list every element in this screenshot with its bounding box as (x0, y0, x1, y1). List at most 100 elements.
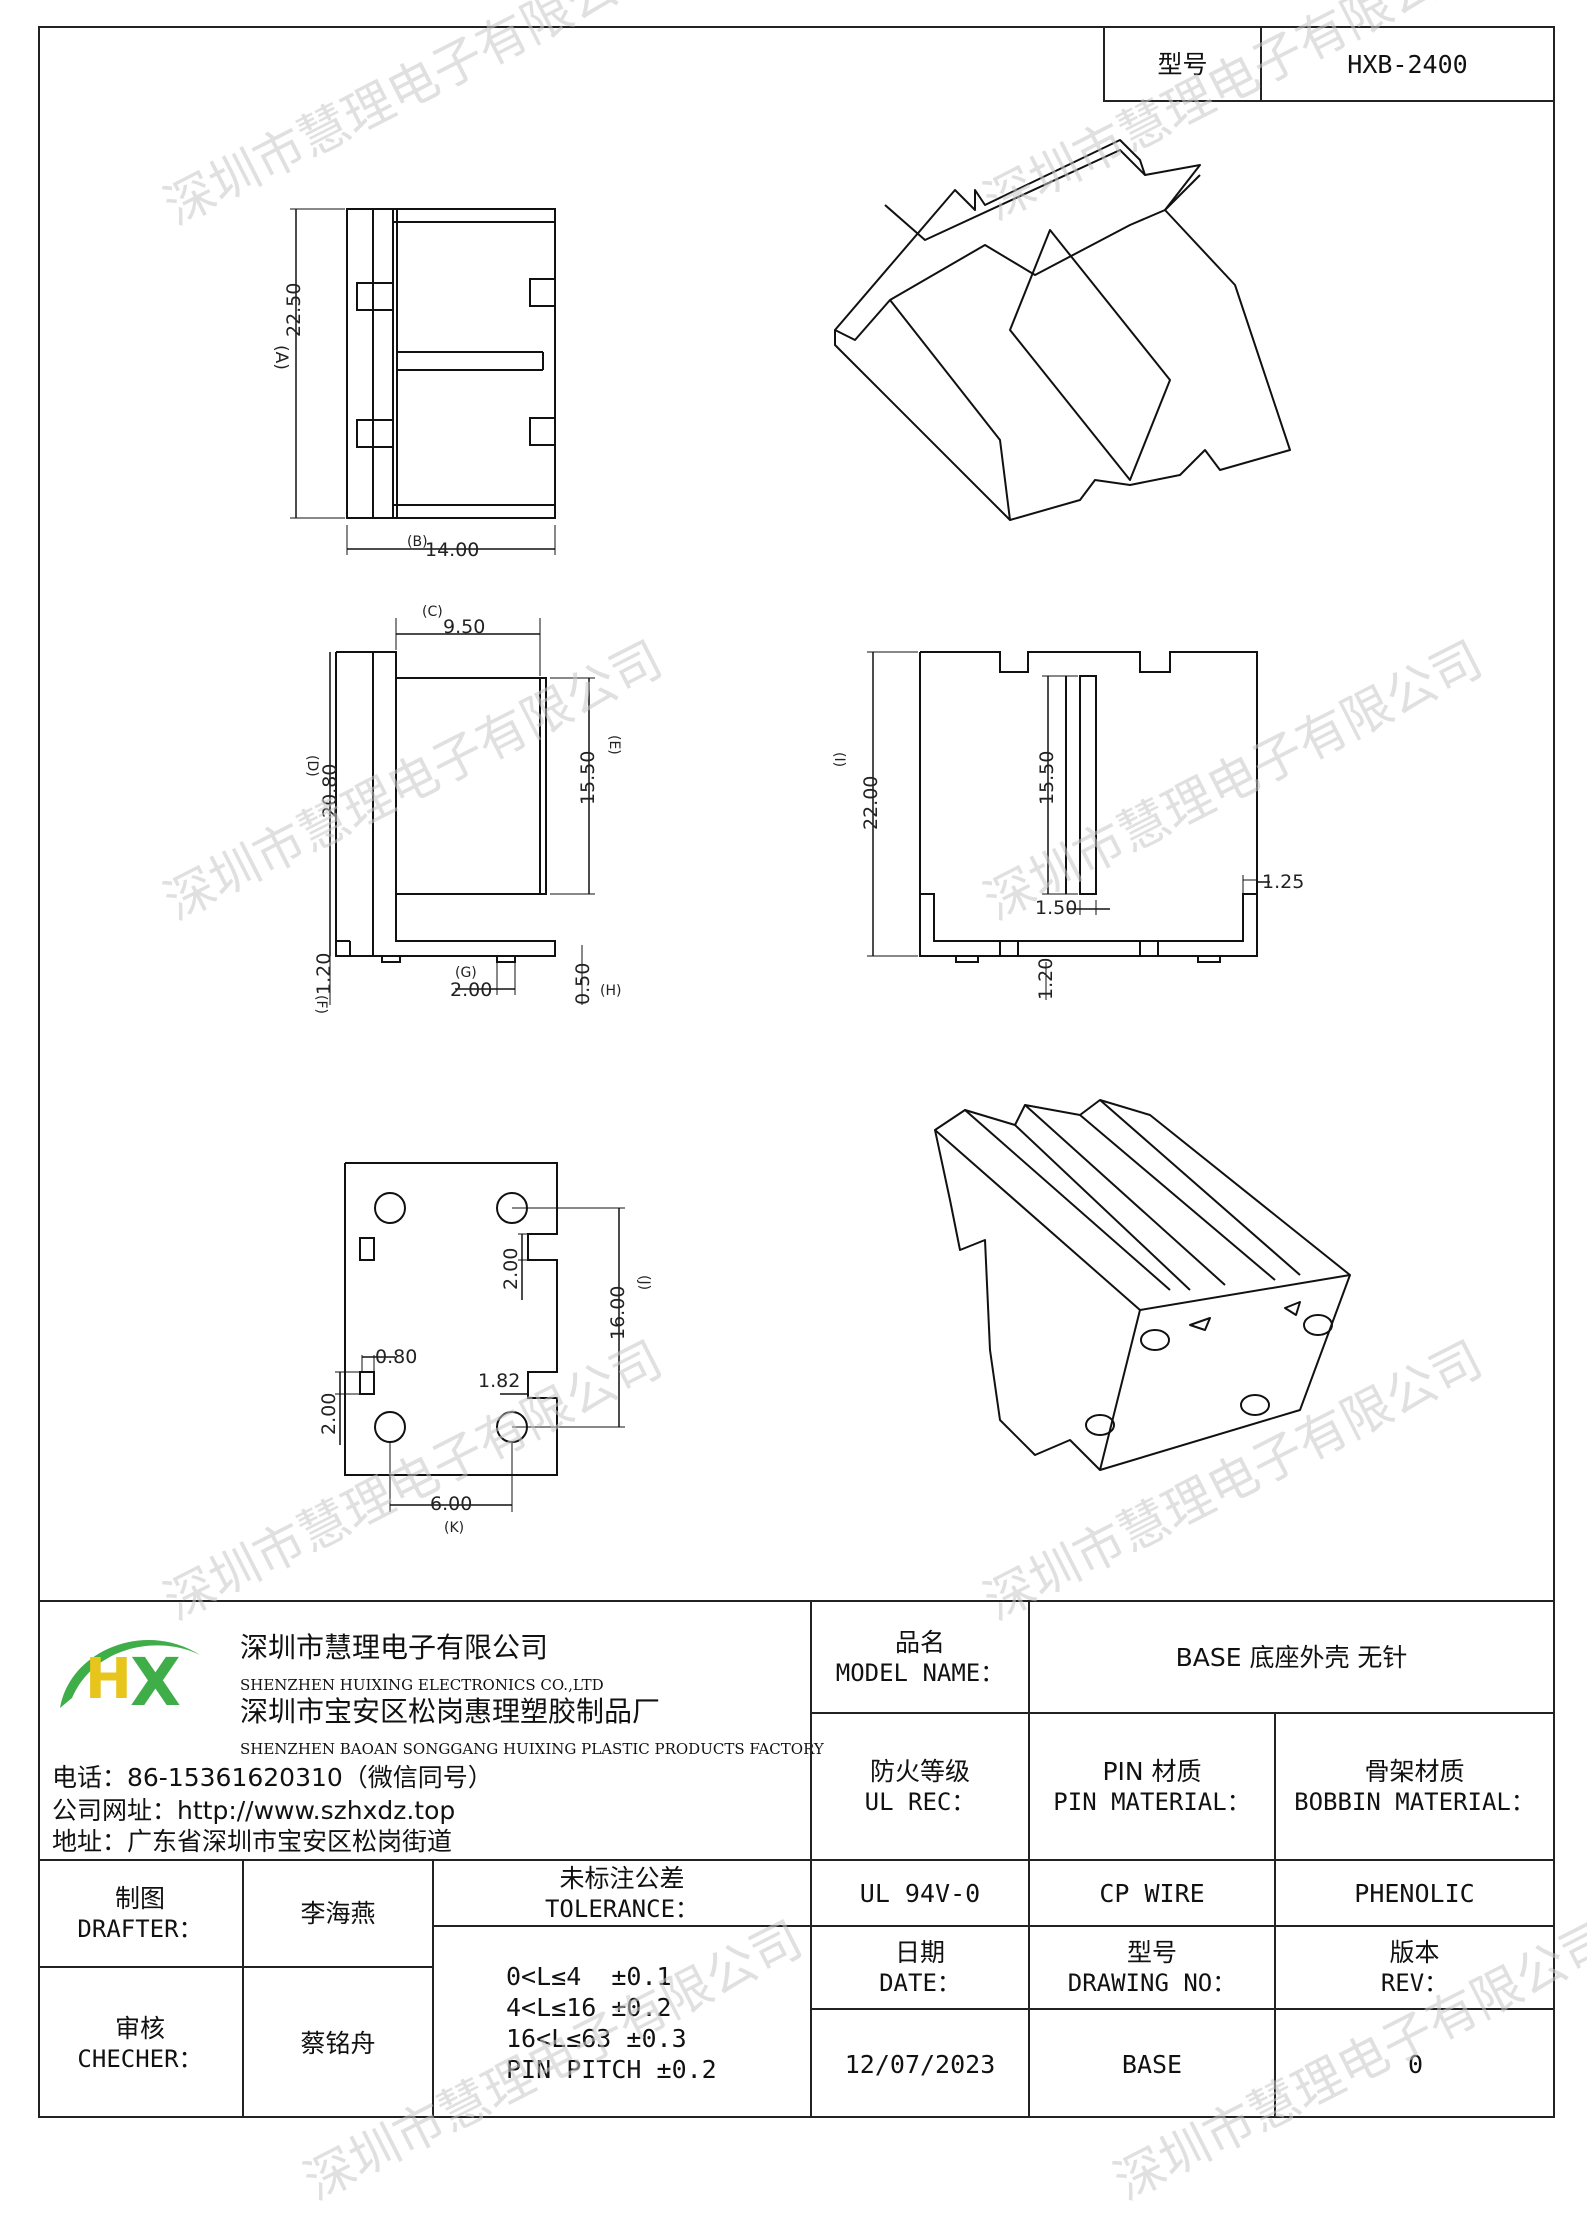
drafter-name-cell: 李海燕 (242, 1859, 434, 1968)
pin-material-label-en: PIN MATERIAL： (1053, 1788, 1251, 1816)
date-label-cell: 日期 DATE： (810, 1925, 1030, 2010)
bobbin-material-label-cn: 骨架材质 (1364, 1757, 1465, 1786)
drawing-no-value: BASE (1121, 2049, 1183, 2079)
dim-slot-len: 15.50 (1036, 751, 1058, 805)
drafter-label-cn: 制图 (114, 1884, 165, 1913)
drafter-label-cell: 制图 DRAFTER： (38, 1859, 244, 1968)
dim-e: 15.50 (577, 751, 599, 805)
dim-d-tag: (D) (304, 755, 320, 777)
ul-label-cell: 防火等级 UL REC： (810, 1712, 1030, 1861)
checker-name: 蔡铭舟 (300, 2028, 376, 2058)
rev-label-cn: 版本 (1389, 1938, 1440, 1967)
bobbin-material-value: PHENOLIC (1354, 1878, 1475, 1908)
factory-name-cn: 深圳市宝安区松岗惠理塑胶制品厂 (240, 1695, 661, 1728)
company-phone: 电话：86-15361620310（微信同号） (52, 1763, 493, 1792)
bobbin-material-value-cell: PHENOLIC (1274, 1859, 1555, 1927)
logo-letter-x: X (130, 1644, 181, 1721)
dim-j: 16.00 (607, 1286, 629, 1340)
dim-k: 6.00 (430, 1493, 472, 1515)
dim-notch-w: 1.82 (478, 1370, 520, 1392)
tolerance-row-3: 16<L≤63 ±0.3 (506, 2023, 687, 2053)
header-model-label: 型号 (1157, 49, 1208, 79)
dim-slot-w: 1.50 (1035, 897, 1077, 919)
dim-foot: 1.20 (1035, 958, 1057, 1000)
pin-material-value-cell: CP WIRE (1028, 1859, 1276, 1927)
top-view (290, 208, 556, 555)
bobbin-material-label-en: BOBBIN MATERIAL： (1294, 1788, 1535, 1816)
pin-material-value: CP WIRE (1099, 1878, 1205, 1908)
model-name-value: BASE 底座外壳 无针 (1175, 1642, 1408, 1672)
dim-j-tag: (J) (636, 1275, 652, 1290)
date-value: 12/07/2023 (844, 2049, 996, 2079)
model-name-label-cn: 品名 (894, 1627, 945, 1657)
dim-k-tag: (K) (444, 1520, 464, 1536)
isometric-view-top (834, 139, 1291, 521)
dim-i: 22.00 (860, 776, 882, 830)
tolerance-label-cell: 未标注公差 TOLERANCE： (432, 1859, 812, 1927)
dim-notch: 1.25 (1262, 871, 1304, 893)
dim-b-tag: (B) (407, 534, 428, 550)
dim-h: 0.50 (572, 963, 594, 1005)
dim-notch-h: 2.00 (500, 1248, 522, 1290)
dim-e-tag: (E) (606, 735, 622, 755)
bobbin-material-label-cell: 骨架材质 BOBBIN MATERIAL： (1274, 1712, 1555, 1861)
dim-slot-w-bottom: 0.80 (375, 1346, 417, 1368)
date-value-cell: 12/07/2023 (810, 2008, 1030, 2118)
ul-label-cn: 防火等级 (869, 1757, 970, 1786)
pin-material-label-cn: PIN 材质 (1102, 1757, 1202, 1786)
ul-label-en: UL REC： (864, 1788, 976, 1816)
tolerance-row-2: 4<L≤16 ±0.2 (506, 1992, 672, 2022)
technical-drawing: (A) 22.50 (B) 14.00 (C) 9.50 (D) 20.80 1… (271, 139, 1351, 1536)
rev-value: 0 (1407, 2049, 1424, 2079)
company-name-cn: 深圳市慧理电子有限公司 (240, 1631, 549, 1664)
logo-letter-h: H (85, 1647, 132, 1712)
date-label-en: DATE： (879, 1969, 961, 1997)
model-name-label-cell: 品名 MODEL NAME： (810, 1600, 1030, 1714)
drafter-name: 李海燕 (300, 1899, 376, 1928)
date-label-cn: 日期 (894, 1938, 945, 1967)
pin-material-label-cell: PIN 材质 PIN MATERIAL： (1028, 1712, 1276, 1861)
checker-name-cell: 蔡铭舟 (242, 1966, 434, 2118)
dim-f: 1.20 (313, 953, 335, 995)
tolerance-row-4: PIN PITCH ±0.2 (506, 2054, 717, 2084)
dim-slot-h: 2.00 (318, 1393, 340, 1435)
rev-label-en: REV： (1380, 1969, 1449, 1997)
side-view (867, 651, 1270, 1000)
drawing-frame (38, 26, 1555, 2118)
logo-swoosh-icon (60, 1640, 200, 1708)
dim-f-tag: (F) (313, 995, 329, 1014)
rev-label-cell: 版本 REV： (1274, 1925, 1555, 2010)
model-name-value-cell: BASE 底座外壳 无针 (1028, 1600, 1555, 1714)
checker-label-en: CHECHER： (77, 2044, 203, 2073)
checker-label-cn: 审核 (114, 2013, 165, 2043)
dim-h-tag: (H) (600, 983, 621, 999)
header-model-value-cell: HXB-2400 (1260, 26, 1555, 102)
ul-value-cell: UL 94V-0 (810, 1859, 1030, 1927)
company-logo: H X (60, 1640, 200, 1721)
dim-c: 9.50 (443, 616, 485, 638)
dim-g-tag: (G) (455, 965, 477, 981)
dim-g: 2.00 (450, 979, 492, 1001)
dim-b: 14.00 (425, 539, 479, 561)
drawing-no-label-en: DRAWING NO： (1067, 1969, 1237, 1997)
dim-a: 22.50 (283, 283, 305, 337)
tolerance-label-cn: 未标注公差 (559, 1863, 685, 1893)
checker-label-cell: 审核 CHECHER： (38, 1966, 244, 2118)
tolerance-values-cell: 0<L≤4 ±0.1 4<L≤16 ±0.2 16<L≤63 ±0.3 PIN … (432, 1925, 812, 2118)
company-website: 公司网址：http://www.szhxdz.top (52, 1796, 456, 1825)
bottom-view (335, 1162, 625, 1512)
model-name-label-en: MODEL NAME： (835, 1658, 1005, 1687)
drafter-label-en: DRAFTER： (77, 1915, 203, 1943)
ul-value: UL 94V-0 (859, 1878, 981, 1908)
dim-i-tag: (I) (831, 752, 847, 767)
drawing-no-value-cell: BASE (1028, 2008, 1276, 2118)
dim-c-tag: (C) (422, 604, 443, 620)
isometric-view-bottom (934, 1099, 1351, 1471)
tolerance-label-en: TOLERANCE： (544, 1894, 700, 1923)
drawing-no-label-cn: 型号 (1126, 1938, 1177, 1967)
drawing-no-label-cell: 型号 DRAWING NO： (1028, 1925, 1276, 2010)
dim-a-tag: (A) (271, 345, 291, 370)
company-name-en: SHENZHEN HUIXING ELECTRONICS CO.,LTD (240, 1676, 604, 1694)
header-model-value: HXB-2400 (1347, 49, 1468, 79)
rev-value-cell: 0 (1274, 2008, 1555, 2118)
